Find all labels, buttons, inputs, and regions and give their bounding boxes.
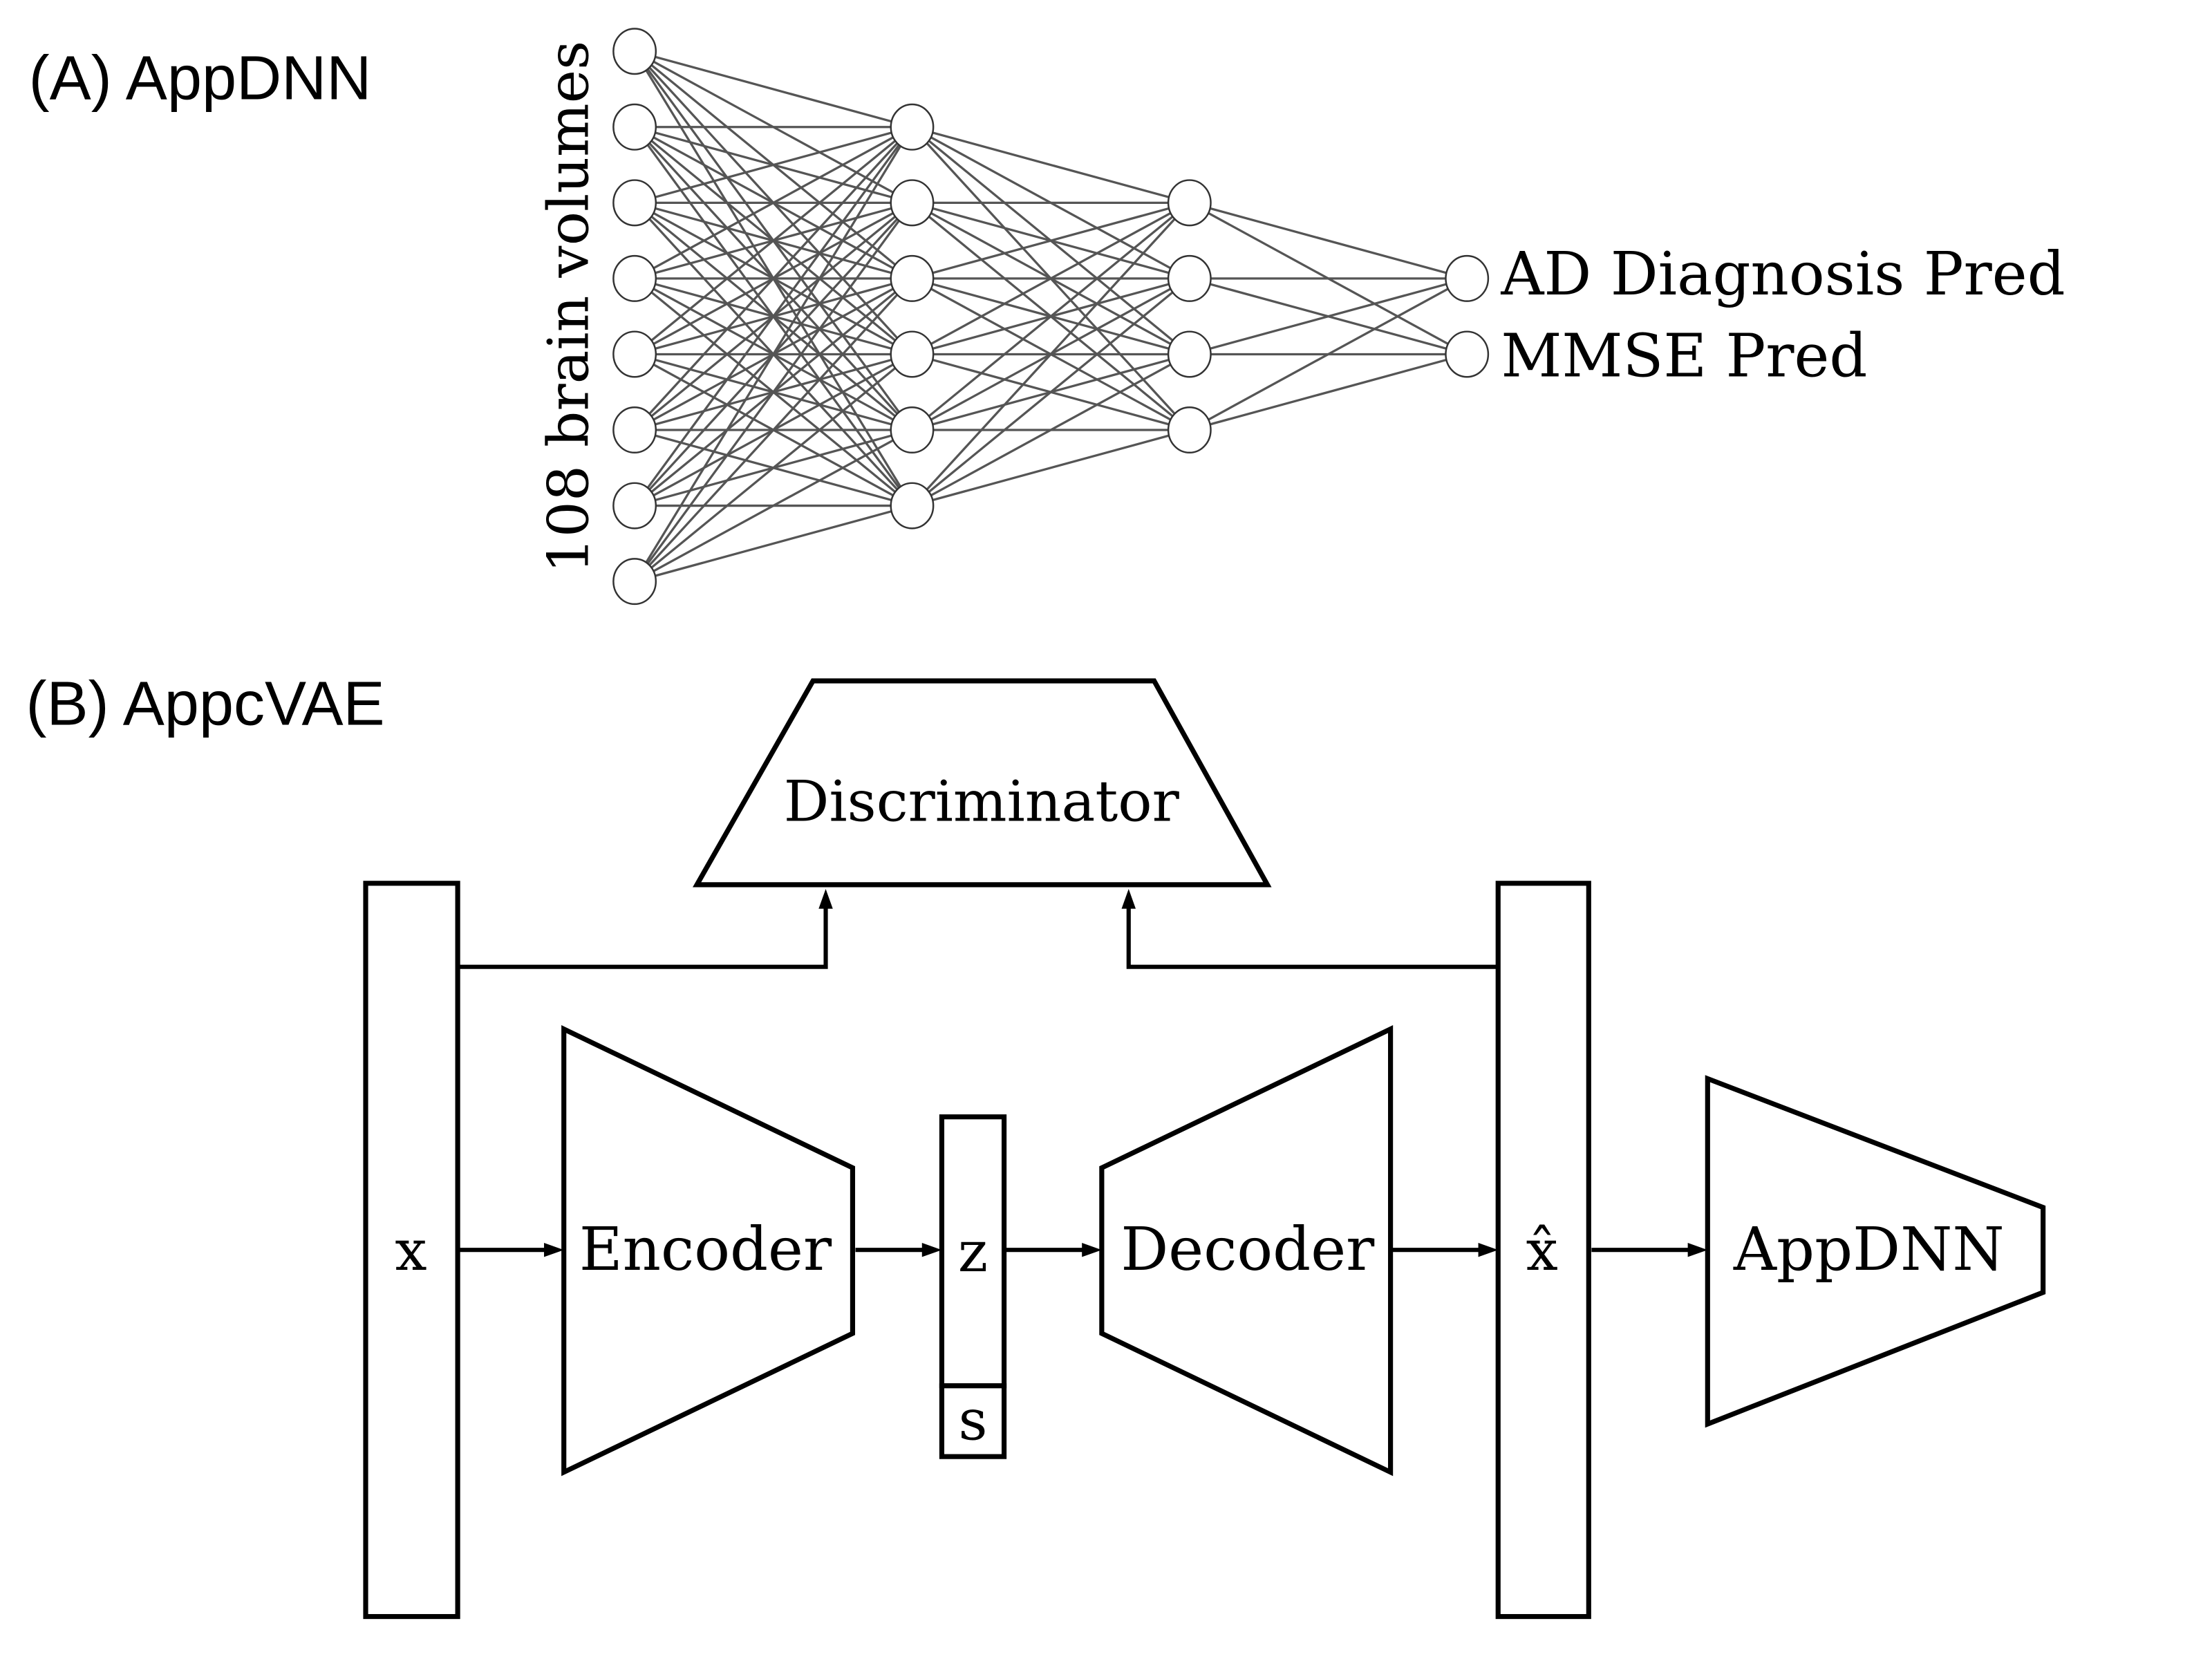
network-connection — [911, 202, 1191, 507]
network-connection — [634, 504, 912, 583]
input-node — [612, 28, 657, 75]
hidden1-node — [890, 254, 935, 302]
network-connection — [634, 429, 913, 583]
input-node — [612, 330, 657, 378]
network-connection — [911, 353, 1190, 507]
hidden1-node — [890, 406, 935, 454]
hidden1-node — [890, 330, 935, 378]
input-node — [612, 179, 657, 227]
arrowhead-icon — [818, 889, 833, 909]
network-connection — [1189, 277, 1468, 431]
s-condition-box — [939, 1383, 1007, 1459]
network-connection — [633, 126, 913, 431]
hidden2-node — [1167, 179, 1212, 227]
network-connection — [634, 50, 912, 129]
hidden1-node — [890, 482, 935, 529]
x-input-bar — [363, 881, 460, 1620]
input-node — [612, 406, 657, 454]
network-connection — [633, 126, 913, 507]
hidden2-node — [1167, 330, 1212, 378]
x-to-discriminator-arrow — [458, 906, 828, 969]
xhat-label: x̂ — [1526, 1218, 1558, 1284]
arrowhead-icon — [1082, 1242, 1102, 1257]
network-connection — [911, 277, 1190, 507]
panel-a: (A) AppDNN 108 brain volumes AD Diagnosi… — [29, 28, 2065, 606]
input-node — [612, 482, 657, 529]
panel-b: (B) AppcVAE Discriminator x Encoder z s … — [26, 668, 2046, 1620]
arrowhead-icon — [1687, 1242, 1708, 1257]
input-node — [612, 103, 657, 151]
network-connection — [912, 126, 1190, 204]
network-connection — [634, 126, 913, 280]
input-node — [612, 558, 657, 606]
network-connection — [911, 201, 1190, 355]
network-edges — [633, 50, 1468, 583]
output-label-ad-diagnosis: AD Diagnosis Pred — [1500, 240, 2065, 309]
network-connection — [634, 126, 913, 355]
input-node — [612, 254, 657, 302]
arrowhead-icon — [544, 1242, 564, 1257]
panel-a-label: (A) AppDNN — [29, 43, 372, 113]
arrowhead-icon — [921, 1242, 942, 1257]
network-connection — [912, 429, 1190, 507]
arrowhead-icon — [1121, 889, 1136, 909]
hidden1-node — [890, 179, 935, 227]
network-connection — [633, 277, 913, 583]
encoder-block — [561, 1025, 856, 1477]
appdnn-label: AppDNN — [1733, 1215, 2005, 1284]
z-label: z — [958, 1219, 988, 1285]
network-connection — [1189, 353, 1468, 431]
encoder-label: Encoder — [579, 1215, 832, 1284]
input-layer-label: 108 brain volumes — [536, 41, 602, 573]
hidden1-node — [890, 103, 935, 151]
discriminator-block — [693, 678, 1272, 888]
output-label-mmse: MMSE Pred — [1501, 322, 1867, 391]
network-connection — [633, 126, 913, 582]
x-label: x — [395, 1218, 427, 1284]
hidden2-node — [1167, 254, 1212, 302]
output-node — [1445, 254, 1490, 302]
network-connection — [912, 201, 1190, 280]
xhat-to-discriminator-arrow — [1126, 906, 1499, 969]
network-connection — [634, 353, 913, 583]
network-nodes — [612, 28, 1490, 606]
discriminator-label: Discriminator — [784, 769, 1180, 835]
network-connection — [634, 126, 912, 204]
hidden2-node — [1167, 406, 1212, 454]
s-label: s — [958, 1388, 987, 1454]
decoder-block — [1099, 1025, 1394, 1477]
output-node — [1445, 330, 1490, 378]
appdnn-block — [1705, 1075, 2046, 1428]
panel-b-label: (B) AppcVAE — [26, 668, 385, 738]
arrowhead-icon — [1478, 1242, 1499, 1257]
network-connection — [1189, 277, 1468, 356]
decoder-label: Decoder — [1121, 1215, 1375, 1284]
network-connection — [1189, 201, 1468, 280]
network-connection — [911, 202, 1190, 431]
network-connection — [633, 202, 913, 583]
